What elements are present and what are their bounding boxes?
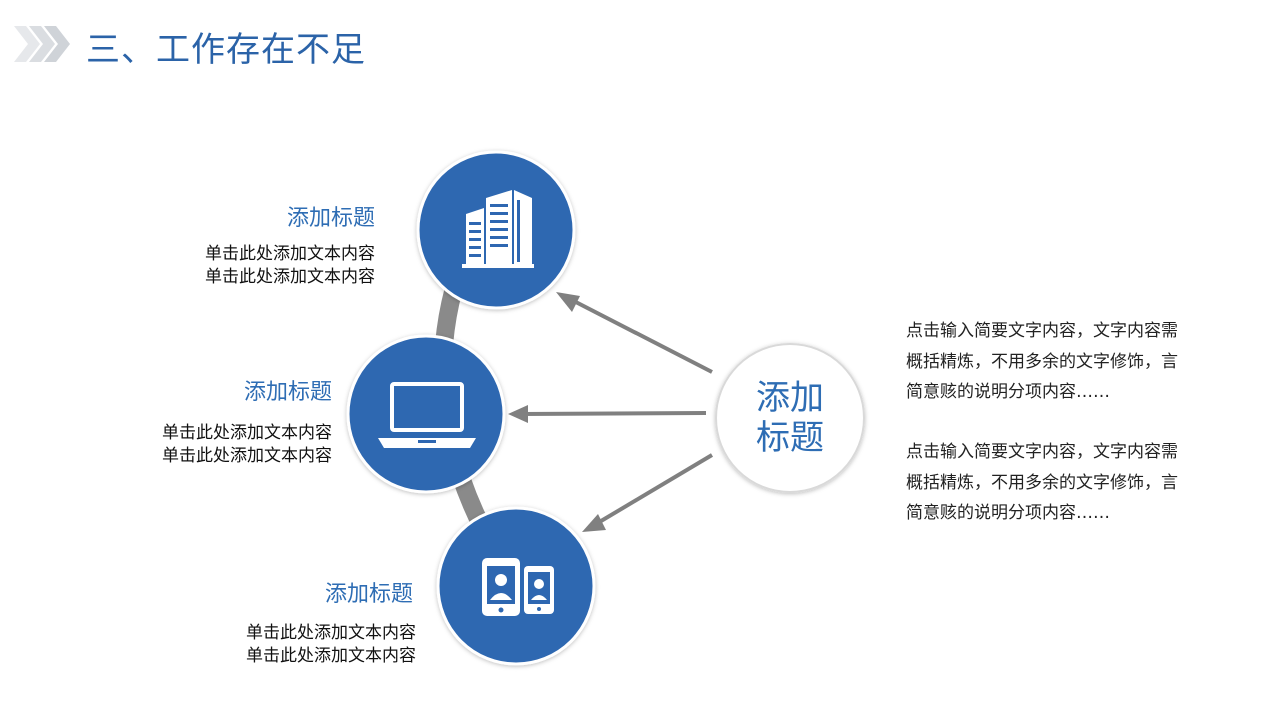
node-3-desc-line-2: 单击此处添加文本内容 [246,646,416,666]
building-icon [462,190,534,268]
node-1-description: 单击此处添加文本内容 单击此处添加文本内容 [75,243,375,289]
right-paragraph-2-line-2: 概括精炼，不用多余的文字修饰，言 [906,472,1178,493]
arrowhead-node-2 [508,405,528,423]
node-2-description: 单击此处添加文本内容 单击此处添加文本内容 [32,422,332,468]
center-label: 添加 标题 [716,344,864,492]
center-label-line-1: 添加 [756,378,824,418]
arrow-to-node-1 [567,296,713,374]
node-1-title: 添加标题 [286,206,375,231]
arrow-to-node-3 [594,453,714,526]
page-title: 三、工作存在不足 [86,30,366,70]
right-paragraph-1-line-2: 概括精炼，不用多余的文字修饰，言 [906,351,1178,372]
right-paragraph-2-line-1: 点击输入简要文字内容，文字内容需 [906,442,1178,462]
node-3-desc-line-1: 单击此处添加文本内容 [246,623,416,643]
arrowhead-node-1 [556,292,580,312]
right-paragraph-1-line-1: 点击输入简要文字内容，文字内容需 [906,321,1178,341]
phone-contacts-icon [482,558,554,616]
chevrons-right-icon [14,26,70,62]
node-2-circle [346,334,506,494]
node-3-description: 单击此处添加文本内容 单击此处添加文本内容 [116,622,416,668]
right-paragraph-1: 点击输入简要文字内容，文字内容需 概括精炼，不用多余的文字修饰，言 简意赅的说明… [906,316,1236,408]
node-1-desc-line-2: 单击此处添加文本内容 [205,267,375,287]
center-label-line-2: 标题 [756,418,824,458]
right-paragraph-2: 点击输入简要文字内容，文字内容需 概括精炼，不用多余的文字修饰，言 简意赅的说明… [906,437,1236,529]
node-2-title: 添加标题 [243,380,332,405]
arrowhead-node-3 [582,514,606,532]
node-3-title: 添加标题 [324,582,413,607]
laptop-icon [378,382,476,448]
node-2-desc-line-1: 单击此处添加文本内容 [162,423,332,443]
right-paragraph-2-line-3: 简意赅的说明分项内容…… [906,503,1110,523]
node-2-desc-line-2: 单击此处添加文本内容 [162,446,332,466]
arrow-to-node-2 [521,411,707,416]
right-paragraph-1-line-3: 简意赅的说明分项内容…… [906,382,1110,402]
center-circle [715,343,865,493]
node-1-desc-line-1: 单击此处添加文本内容 [205,244,375,264]
